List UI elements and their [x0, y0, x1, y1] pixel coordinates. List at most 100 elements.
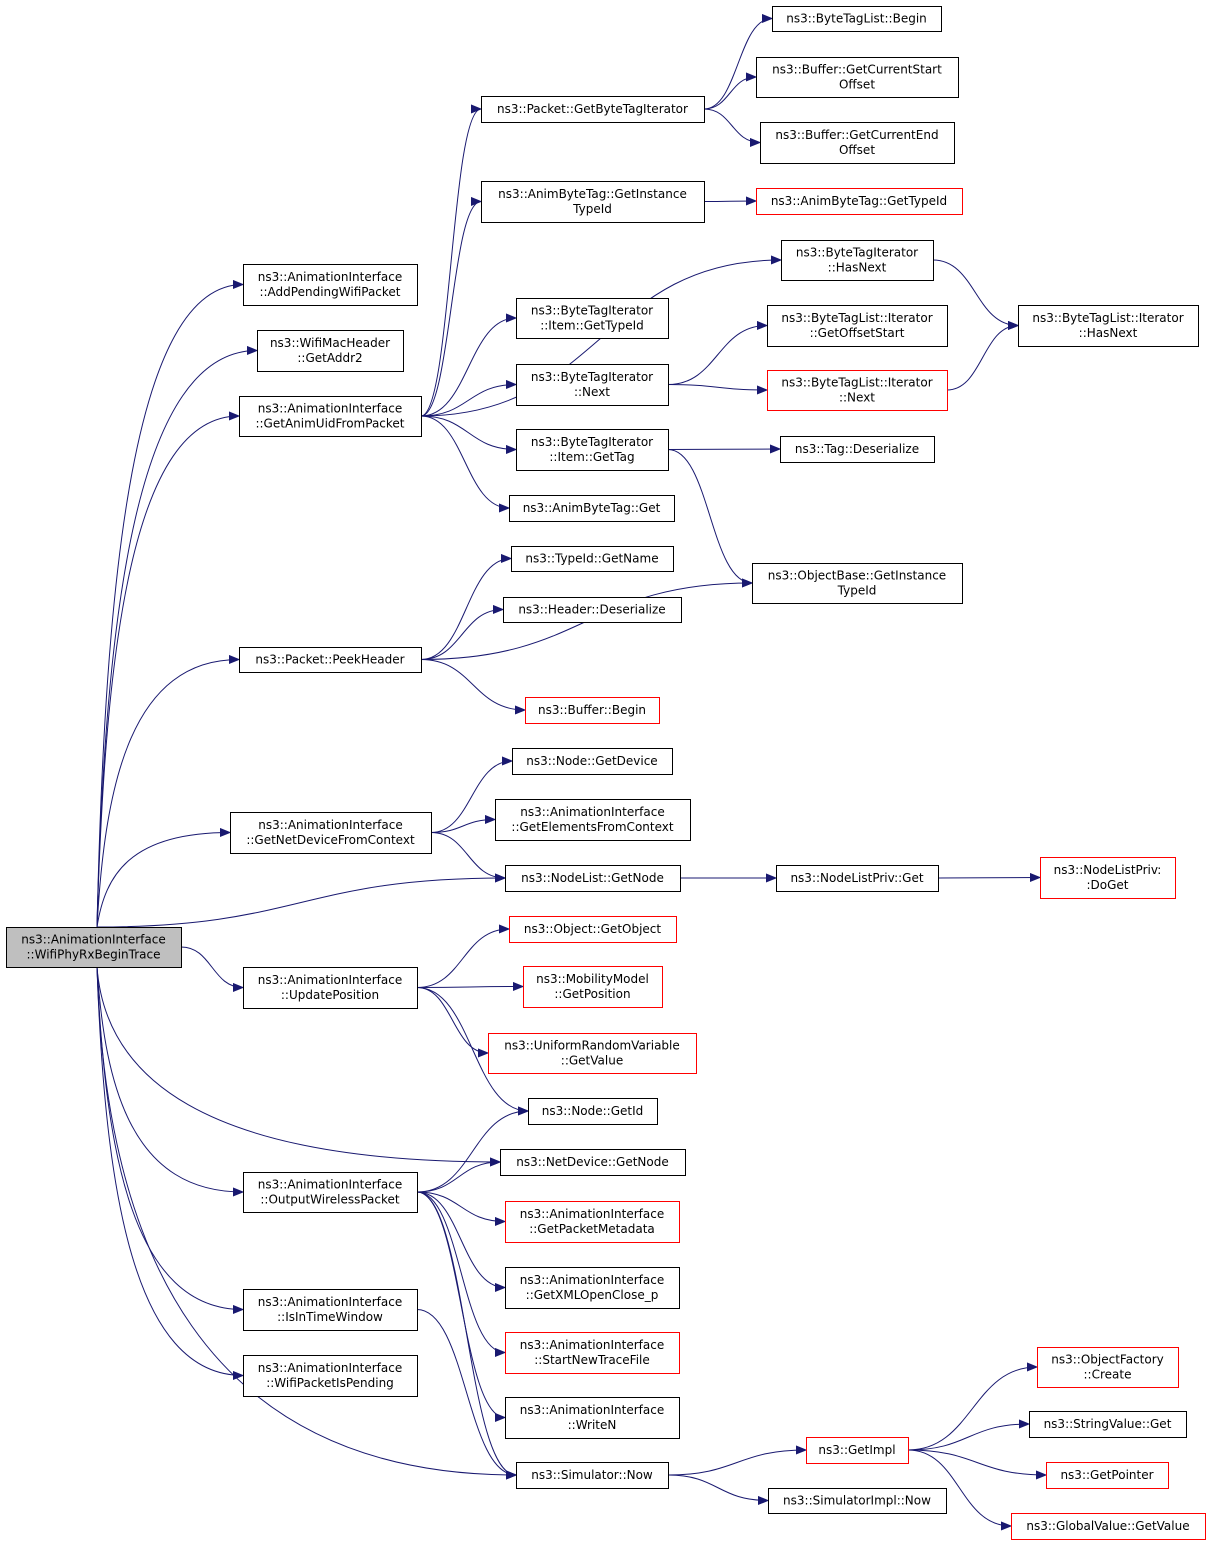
node-box	[505, 1201, 680, 1243]
graph-node-bufbegin[interactable]: ns3::Buffer::Begin	[525, 697, 660, 724]
graph-node-outputwl[interactable]: ns3::AnimationInterface::OutputWirelessP…	[243, 1172, 418, 1213]
graph-node-getanimuid[interactable]: ns3::AnimationInterface::GetAnimUidFromP…	[239, 396, 422, 437]
node-box	[780, 436, 935, 463]
node-label-line: Offset	[839, 78, 875, 92]
graph-node-objgetobj[interactable]: ns3::Object::GetObject	[509, 916, 677, 943]
graph-node-getelems[interactable]: ns3::AnimationInterface::GetElementsFrom…	[495, 799, 691, 841]
graph-node-nodelistpriv[interactable]: ns3::NodeListPriv::Get	[776, 865, 939, 892]
node-label-line: ns3::Node::GetDevice	[526, 754, 657, 768]
node-label-line: ns3::AnimByteTag::GetInstance	[498, 187, 687, 201]
node-box	[516, 364, 669, 406]
edge-peekheader-to-bufbegin	[420, 659, 525, 711]
edge-simnow-to-getimpl	[667, 1450, 806, 1476]
graph-node-startnew[interactable]: ns3::AnimationInterface::StartNewTraceFi…	[505, 1332, 680, 1374]
node-box	[500, 1149, 686, 1176]
node-box	[243, 264, 418, 306]
node-box	[523, 966, 663, 1008]
graph-node-simnow[interactable]: ns3::Simulator::Now	[516, 1462, 669, 1489]
graph-node-wifiphy: ns3::AnimationInterface::WifiPhyRxBeginT…	[6, 927, 182, 968]
node-label-line: ns3::AnimationInterface	[520, 1273, 664, 1287]
graph-node-animget[interactable]: ns3::AnimByteTag::Get	[509, 495, 675, 522]
graph-node-btlbegin[interactable]: ns3::ByteTagList::Begin	[772, 6, 942, 32]
node-label-line: ::AddPendingWifiPacket	[259, 285, 400, 299]
node-layer: ns3::AnimationInterface::WifiPhyRxBeginT…	[6, 6, 1206, 1540]
node-label-line: ns3::ByteTagIterator	[531, 370, 653, 384]
node-box	[525, 697, 660, 724]
edge-updatepos-to-objgetobj	[416, 929, 509, 988]
graph-node-headerdeser[interactable]: ns3::Header::Deserialize	[503, 597, 682, 623]
graph-node-btitemtag[interactable]: ns3::ByteTagIterator::Item::GetTag	[516, 429, 669, 471]
graph-node-btloffset[interactable]: ns3::ByteTagList::Iterator::GetOffsetSta…	[767, 305, 948, 347]
graph-node-nodegetdev[interactable]: ns3::Node::GetDevice	[512, 748, 673, 775]
node-label-line: TypeId	[572, 202, 612, 216]
node-label-line: ns3::Tag::Deserialize	[795, 442, 919, 456]
graph-node-netdevnode[interactable]: ns3::NetDevice::GetNode	[500, 1149, 686, 1176]
node-label-line: ns3::GetPointer	[1060, 1468, 1153, 1482]
graph-node-simimplnow[interactable]: ns3::SimulatorImpl::Now	[768, 1488, 947, 1514]
graph-node-mobpos[interactable]: ns3::MobilityModel::GetPosition	[523, 966, 663, 1008]
edge-bthasnext-to-btlhasnext	[932, 259, 1018, 326]
edge-updatepos-to-uniform	[416, 987, 488, 1054]
graph-node-btnext[interactable]: ns3::ByteTagIterator::Next	[516, 364, 669, 406]
node-label-line: ::WriteN	[568, 1418, 617, 1432]
graph-node-globalval[interactable]: ns3::GlobalValue::GetValue	[1011, 1513, 1206, 1540]
node-label-line: ns3::TypeId::GetName	[525, 552, 658, 566]
edge-getnetdev-to-getelems	[430, 820, 495, 833]
graph-node-objfactory[interactable]: ns3::ObjectFactory::Create	[1037, 1347, 1179, 1388]
graph-node-btlhasnext[interactable]: ns3::ByteTagList::Iterator::HasNext	[1018, 305, 1199, 347]
edge-outputwl-to-getxml	[416, 1191, 505, 1288]
graph-node-btitemtype[interactable]: ns3::ByteTagIterator::Item::GetTypeId	[516, 298, 669, 339]
graph-node-typeidname[interactable]: ns3::TypeId::GetName	[511, 546, 674, 572]
edge-wifiphy-to-wifipend	[96, 966, 243, 1376]
node-label-line: ns3::UniformRandomVariable	[504, 1039, 680, 1053]
graph-node-nodelistget[interactable]: ns3::NodeList::GetNode	[505, 865, 681, 892]
node-label-line: TypeId	[837, 584, 877, 598]
graph-node-wifipend[interactable]: ns3::AnimationInterface::WifiPacketIsPen…	[243, 1355, 418, 1397]
graph-node-getnetdev[interactable]: ns3::AnimationInterface::GetNetDeviceFro…	[230, 812, 432, 854]
node-label-line: ns3::AnimationInterface	[520, 1403, 664, 1417]
edge-peekheader-to-typeidname	[420, 559, 511, 660]
graph-node-tagdeser[interactable]: ns3::Tag::Deserialize	[780, 436, 935, 463]
node-box	[767, 370, 948, 411]
node-box	[512, 748, 673, 775]
graph-node-getimpl[interactable]: ns3::GetImpl	[806, 1437, 909, 1464]
node-box	[243, 967, 418, 1009]
node-label-line: ns3::ObjectBase::GetInstance	[768, 569, 946, 583]
graph-node-updatepos[interactable]: ns3::AnimationInterface::UpdatePosition	[243, 967, 418, 1009]
node-label-line: ns3::Object::GetObject	[524, 922, 662, 936]
graph-node-getpointer[interactable]: ns3::GetPointer	[1046, 1462, 1169, 1489]
edge-outputwl-to-getpktmeta	[416, 1191, 505, 1222]
graph-node-bthasnext[interactable]: ns3::ByteTagIterator::HasNext	[781, 240, 934, 281]
graph-node-nodegetid[interactable]: ns3::Node::GetId	[528, 1098, 658, 1125]
graph-node-writen[interactable]: ns3::AnimationInterface::WriteN	[505, 1397, 680, 1439]
graph-node-uniform[interactable]: ns3::UniformRandomVariable::GetValue	[488, 1033, 697, 1074]
node-box	[1011, 1513, 1206, 1540]
graph-node-isintime[interactable]: ns3::AnimationInterface::IsInTimeWindow	[243, 1289, 418, 1331]
node-label-line: ::Next	[839, 391, 875, 405]
graph-node-getpktmeta[interactable]: ns3::AnimationInterface::GetPacketMetada…	[505, 1201, 680, 1243]
graph-node-addpend[interactable]: ns3::AnimationInterface::AddPendingWifiP…	[243, 264, 418, 306]
node-label-line: ::WifiPhyRxBeginTrace	[27, 948, 161, 962]
edge-getimpl-to-objfactory	[907, 1367, 1037, 1451]
graph-node-animtypeid[interactable]: ns3::AnimByteTag::GetTypeId	[756, 188, 963, 215]
node-label-line: ns3::MobilityModel	[536, 972, 649, 986]
edge-outputwl-to-nodegetid	[416, 1111, 528, 1193]
node-label-line: ns3::Header::Deserialize	[518, 603, 665, 617]
graph-node-getxml[interactable]: ns3::AnimationInterface::GetXMLOpenClose…	[505, 1267, 680, 1309]
node-box	[230, 812, 432, 854]
node-label-line: ns3::NodeListPriv:	[1054, 863, 1162, 877]
node-label-line: ns3::AnimationInterface	[520, 1338, 664, 1352]
edge-updatepos-to-nodegetid	[416, 987, 528, 1112]
graph-node-btlnext[interactable]: ns3::ByteTagList::Iterator::Next	[767, 370, 948, 411]
node-label-line: ns3::AnimationInterface	[258, 270, 402, 284]
node-label-line: ns3::Simulator::Now	[531, 1468, 653, 1482]
graph-node-peekheader[interactable]: ns3::Packet::PeekHeader	[239, 647, 422, 673]
graph-node-getbytetagit[interactable]: ns3::Packet::GetByteTagIterator	[481, 96, 705, 123]
graph-node-doget[interactable]: ns3::NodeListPriv::DoGet	[1040, 857, 1176, 899]
graph-node-strvalget[interactable]: ns3::StringValue::Get	[1029, 1411, 1187, 1438]
graph-node-getaddr2[interactable]: ns3::WifiMacHeader::GetAddr2	[257, 330, 404, 372]
